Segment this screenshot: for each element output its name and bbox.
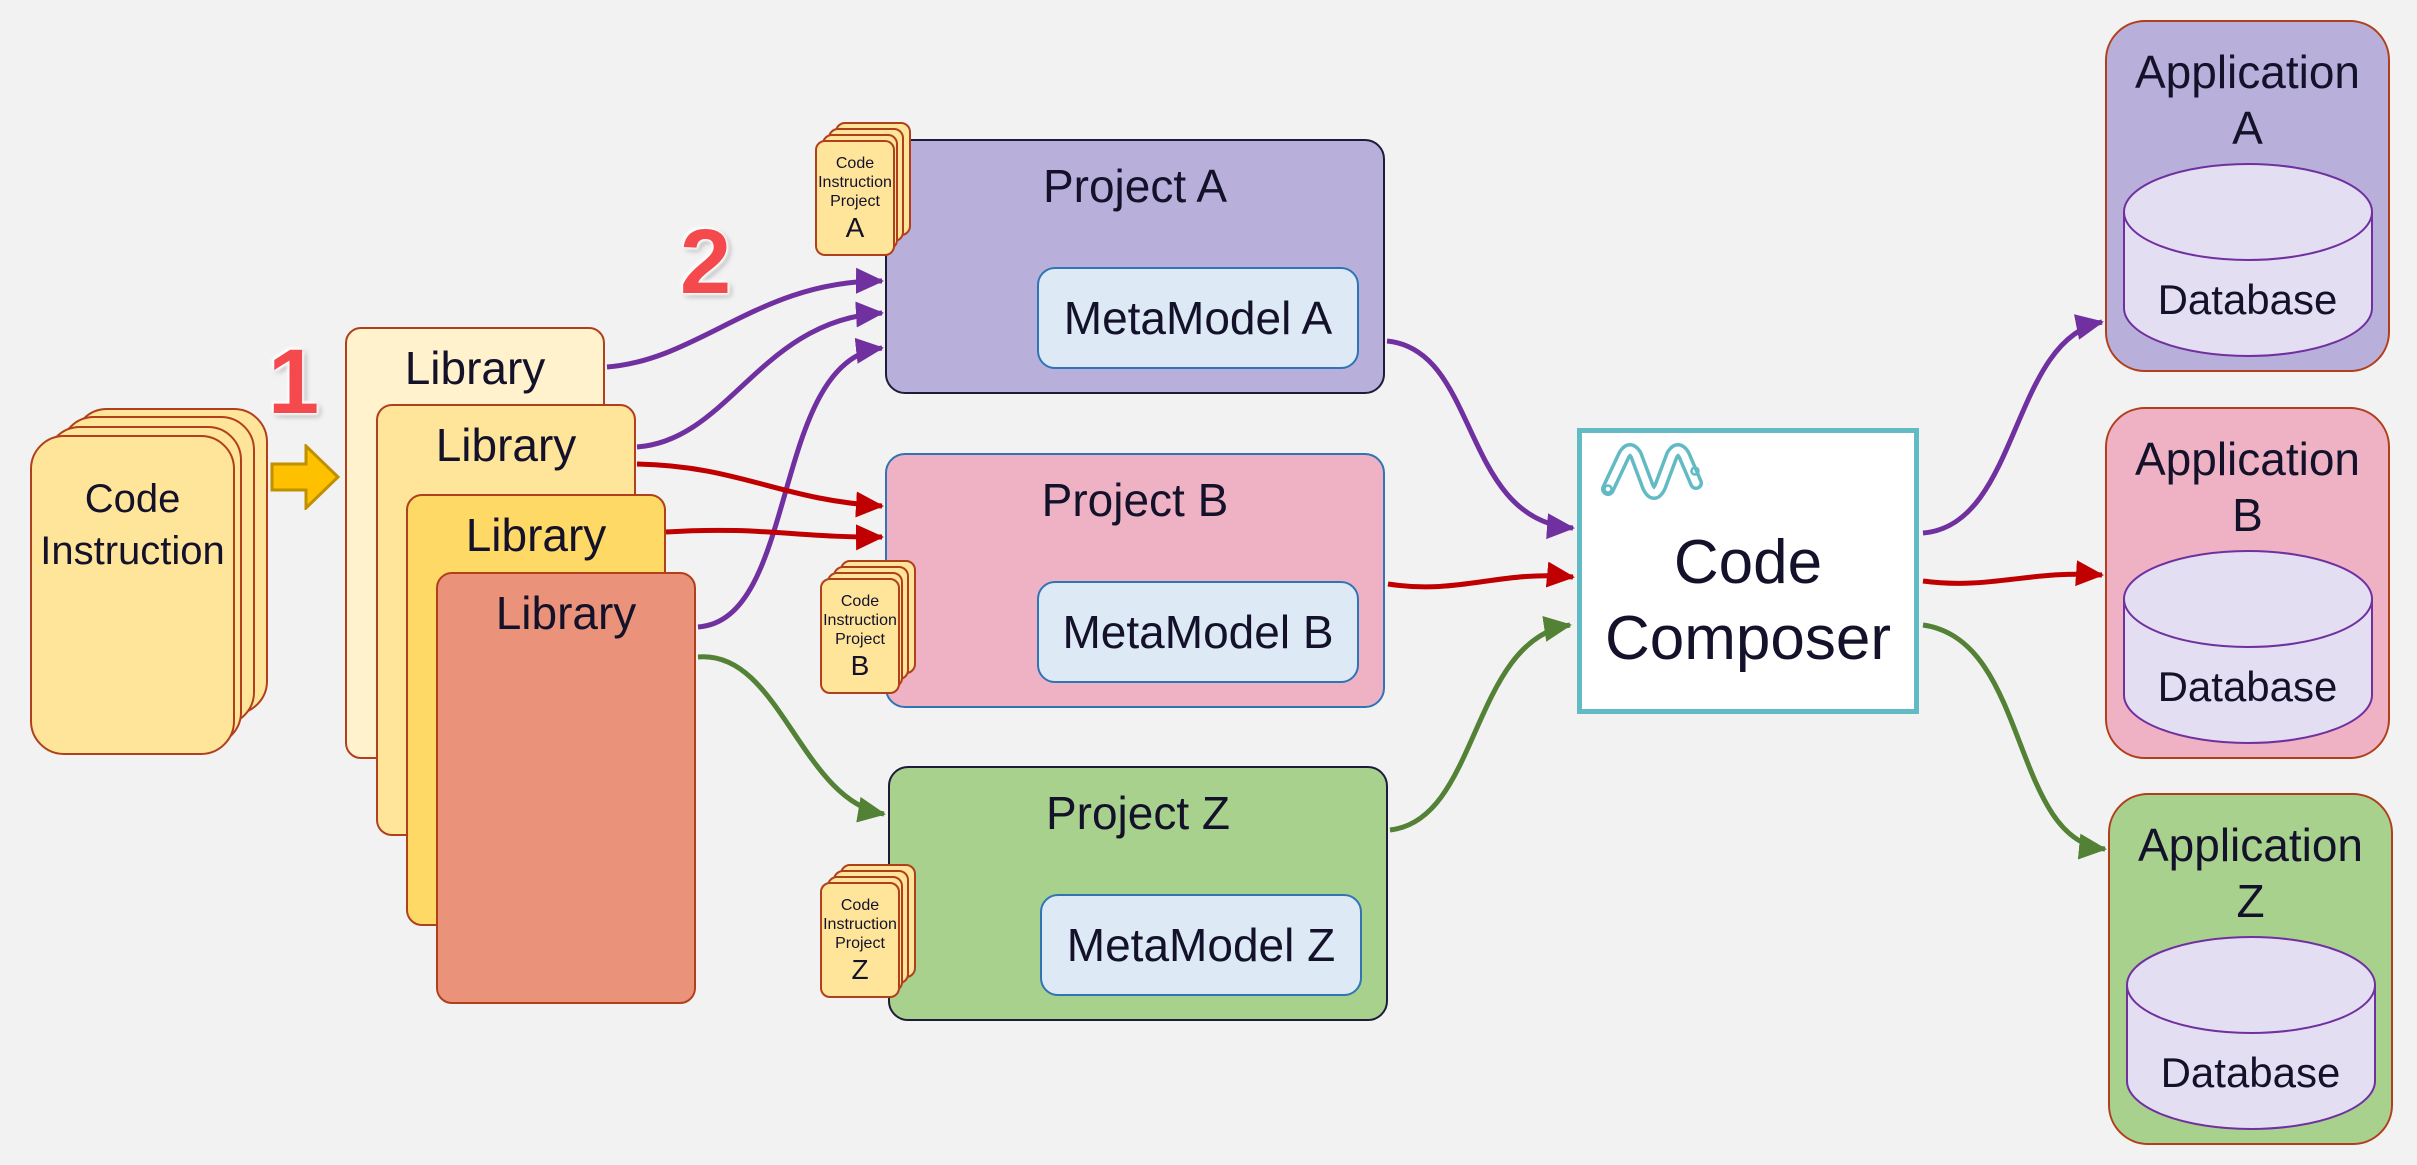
step-arrow-icon <box>270 444 341 510</box>
composer-line2: Composer <box>1605 604 1891 673</box>
project-a-title: Project A <box>1042 160 1228 212</box>
app-b-title-line1: Application <box>2134 433 2361 485</box>
application-z-box[interactable]: Application Z Database <box>2108 793 2393 1145</box>
mini-letter: Z <box>851 954 869 985</box>
library-label: Library <box>495 587 637 639</box>
step-number-2: 2 <box>680 211 732 313</box>
wave-logo-icon <box>1601 443 1703 500</box>
mini-line: Code <box>835 155 875 172</box>
project-a-box[interactable]: Project A MetaModel A <box>885 139 1385 394</box>
project-b-title: Project B <box>1041 474 1229 526</box>
mini-line: Project <box>835 935 885 952</box>
app-a-db-label: Database <box>2157 276 2338 323</box>
metamodel-a[interactable]: MetaModel A <box>1037 267 1359 369</box>
code-instruction-line1: Code <box>84 477 181 521</box>
project-z-box[interactable]: Project Z MetaModel Z <box>888 766 1388 1021</box>
mini-card-b[interactable]: Code Instruction Project B <box>820 578 900 694</box>
composer-line1: Code <box>1673 528 1823 597</box>
code-composer-box[interactable]: Code Composer <box>1577 428 1919 714</box>
app-b-title-line2: B <box>2232 489 2263 541</box>
library-label: Library <box>404 342 546 394</box>
mini-line: Instruction <box>823 612 897 629</box>
application-a-box[interactable]: Application A Database <box>2105 20 2390 372</box>
database-icon <box>2126 936 2376 1130</box>
project-b-box[interactable]: Project B MetaModel B <box>885 453 1385 708</box>
app-a-title-line1: Application <box>2134 46 2361 98</box>
app-z-title-line2: Z <box>2236 875 2265 927</box>
database-icon <box>2123 550 2373 744</box>
mini-letter: A <box>845 212 865 243</box>
metamodel-z[interactable]: MetaModel Z <box>1040 894 1362 996</box>
metamodel-b[interactable]: MetaModel B <box>1037 581 1359 683</box>
code-instruction-card: Code Instruction <box>30 435 235 755</box>
app-b-db-label: Database <box>2157 663 2338 710</box>
step-number-1: 1 <box>268 331 320 433</box>
library-card-4[interactable]: Library <box>436 572 696 1004</box>
mini-line: Project <box>830 193 880 210</box>
code-instruction-line2: Instruction <box>40 529 225 573</box>
mini-stack-a: Code Instruction Project A <box>815 122 915 262</box>
library-label: Library <box>465 509 607 561</box>
mini-line: Code <box>840 593 880 610</box>
mini-line: Instruction <box>818 174 892 191</box>
mini-line: Project <box>835 631 885 648</box>
mini-card-a[interactable]: Code Instruction Project A <box>815 140 895 256</box>
app-z-db-label: Database <box>2160 1049 2341 1096</box>
app-a-title-line2: A <box>2232 102 2263 154</box>
mini-line: Instruction <box>823 916 897 933</box>
mini-stack-b: Code Instruction Project B <box>820 560 920 700</box>
app-z-title-line1: Application <box>2137 819 2364 871</box>
mini-card-z[interactable]: Code Instruction Project Z <box>820 882 900 998</box>
mini-line: Code <box>840 897 880 914</box>
mini-stack-z: Code Instruction Project Z <box>820 864 920 1004</box>
project-z-title: Project Z <box>1045 787 1231 839</box>
application-b-box[interactable]: Application B Database <box>2105 407 2390 759</box>
database-icon <box>2123 163 2373 357</box>
mini-letter: B <box>850 650 870 681</box>
library-label: Library <box>435 419 577 471</box>
